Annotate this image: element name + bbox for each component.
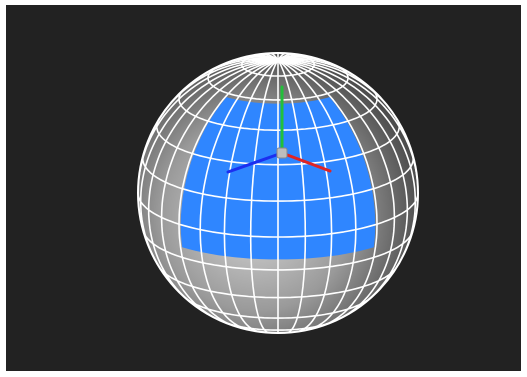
3d-viewport[interactable] [6,5,521,371]
gizmo-pivot[interactable] [276,147,288,159]
transform-gizmo[interactable] [226,85,332,174]
scene-canvas[interactable] [6,5,521,371]
sphere-silhouette [137,52,419,334]
wireframe-longitude-line [139,59,279,272]
z-axis-handle[interactable] [226,151,284,174]
wireframe-longitude-line [277,59,333,333]
wireframe-longitude-line [277,59,409,307]
wireframe-longitude-line [277,59,307,333]
wireframe-longitude-line [277,59,396,322]
wireframe-longitude-line [223,59,279,333]
wireframe-longitude-line [277,59,378,327]
wireframe-longitude-line [277,59,417,272]
wireframe-longitude-line [277,59,357,331]
x-axis-handle[interactable] [280,151,332,173]
wireframe-longitude-line [160,59,279,322]
wireframe-longitude-line [249,59,279,333]
sphere-wireframe [138,53,418,333]
wireframe-longitude-line [178,59,279,327]
wireframe-longitude-line [147,59,279,307]
wireframe-longitude-line [199,59,279,331]
